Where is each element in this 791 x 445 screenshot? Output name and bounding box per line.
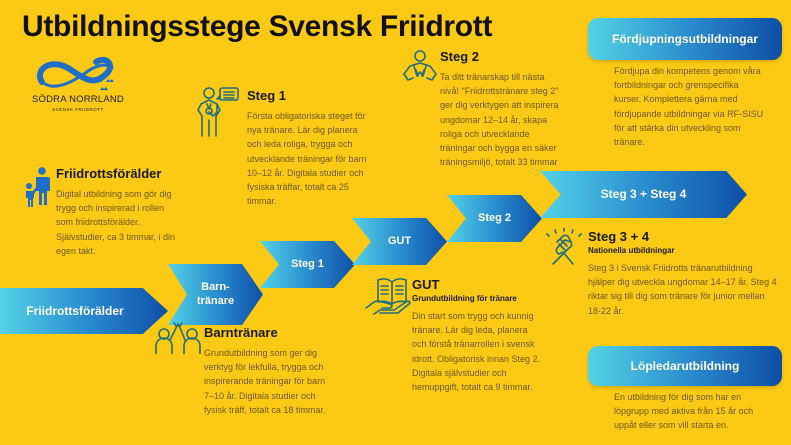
block-body: Din start som trygg och kunnig tränare. … [412,311,541,393]
fordjupningsutbildningar-button[interactable]: Fördjupningsutbildningar [588,18,782,60]
block-title: Barntränare [204,325,278,340]
logo-sub-text: SVENSK FRIIDROTT [52,107,104,112]
block-title: Steg 3 + 4 [588,229,650,244]
block-gut: GUT Grundutbildning för tränare Din star… [412,277,542,394]
block-steg1: Steg 1 Första obligatoriska steget för n… [247,88,372,208]
logo-main-text: SÖDRA NORRLAND [31,94,124,105]
coach-speech-icon [197,87,239,137]
ladder-step-label: Steg 3 + Steg 4 [600,187,687,201]
ladder-step-label: Steg 1 [290,257,324,270]
pill-label: Fördjupningsutbildningar [612,32,758,46]
ladder-step-barntranare[interactable]: Barn- tränare [168,264,263,325]
block-steg34: Steg 3 + 4 Nationella utbildningar Steg … [588,229,778,318]
block-title: Steg 1 [247,88,287,103]
book-hand-icon [365,278,411,315]
block-body: Steg 3 i Svensk Friidrotts tränarutbildn… [588,263,777,316]
block-subtitle: Grundutbildning för tränare [412,294,517,303]
parent-child-icon [25,167,50,207]
pill-label: Löpledarutbildning [630,359,740,373]
lopledarutbildning-button[interactable]: Löpledarutbildning [588,346,782,386]
block-title: Friidrottsförälder [56,166,162,181]
block-barntranare: Barntränare Grundutbildning som ger dig … [204,325,329,417]
block-subtitle: Nationella utbildningar [588,246,675,255]
block-body: Digital utbildning som gör dig trygg och… [56,189,176,256]
ladder-step-label: Barn- [201,280,230,293]
ladder-step-steg3-steg4[interactable]: Steg 3 + Steg 4 [540,171,747,218]
ladder-step-label: GUT [387,234,412,247]
ladder-step-label: Steg 2 [477,211,511,224]
ladder-step-friidrottsforalder[interactable]: Friidrottsförälder [0,288,168,334]
handshake-icon [546,228,582,265]
ladder-step-label: Friidrottsförälder [26,303,124,318]
lopledar-description: En utbildning för dig som har en löpgrup… [614,392,754,431]
block-steg2: Steg 2 Ta ditt tränarskap till nästa niv… [440,49,562,169]
fordjupning-description: Fördjupa din kompetens genom våra fortbi… [614,66,764,148]
high-five-icon [155,322,201,354]
ladder-step-label-line2: tränare [196,294,235,307]
ladder-step-steg1[interactable]: Steg 1 [260,241,355,288]
block-body: Ta ditt tränarskap till nästa nivå! "Fri… [440,72,559,168]
block-body: Första obligatoriska steget för nya trän… [247,111,367,207]
block-friidrottsforalder: Friidrottsförälder Digital utbildning so… [56,166,181,258]
block-title: GUT [412,277,440,292]
page-title: Utbildningsstege Svensk Friidrott [22,10,493,43]
ladder-step-steg2[interactable]: Steg 2 [447,195,542,242]
coach-person-icon [403,50,437,81]
block-title: Steg 2 [440,49,480,64]
ladder-step-gut[interactable]: GUT [352,218,447,265]
infinity-swoosh-icon [37,56,114,90]
block-body: Grundutbildning som ger dig verktyg för … [204,348,326,415]
sodra-norrland-logo: SÖDRA NORRLAND SVENSK FRIIDROTT [28,52,128,122]
